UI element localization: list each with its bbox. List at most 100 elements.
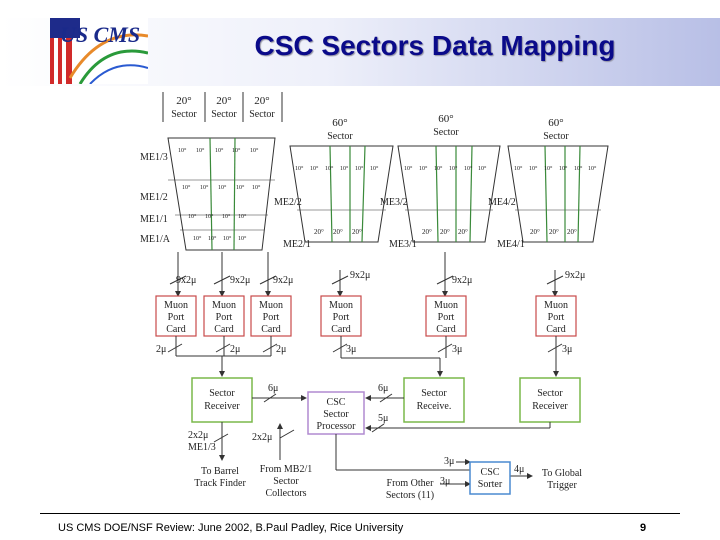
label-me1a: ME1/A	[140, 234, 171, 245]
label-me12: ME1/2	[140, 192, 168, 203]
svg-text:10°: 10°	[232, 147, 241, 154]
mpc-2-l2: Port	[216, 312, 233, 323]
sig-5u: 5μ	[378, 413, 388, 424]
station-me3: 10°10° 10°10° 10°10° 20°20° 20°	[397, 145, 501, 243]
sig-4u: 4μ	[514, 464, 524, 475]
sig-6u-b: 6μ	[378, 383, 388, 394]
csc-sorter	[469, 461, 511, 495]
svg-text:10°: 10°	[434, 165, 443, 172]
mpc-5-l1: Muon	[434, 300, 458, 311]
svg-text:10°: 10°	[310, 165, 319, 172]
sector-20a-label: Sector	[171, 109, 197, 120]
from-mb-l3: Collectors	[265, 488, 306, 499]
label-me31: ME3/1	[389, 239, 417, 250]
svg-text:10°: 10°	[252, 184, 261, 191]
mpc-labels: Muon Port Card Muon Port Card Muon Port …	[164, 300, 568, 335]
barrel-l2: Track Finder	[194, 478, 246, 489]
sig-3u-c: 3μ	[562, 344, 572, 355]
svg-text:20°: 20°	[567, 228, 577, 236]
mpc-3-l3: Card	[261, 324, 280, 335]
svg-text:10°: 10°	[370, 165, 379, 172]
svg-text:10°: 10°	[419, 165, 428, 172]
sig-9x2-c: 9x2μ	[273, 275, 293, 286]
sig-9x2-b: 9x2μ	[230, 275, 250, 286]
mpc-3-l1: Muon	[259, 300, 283, 311]
global-l2: Trigger	[547, 480, 577, 491]
mpc-1	[155, 295, 197, 337]
station-me1: 10°10° 10°10° 10° 10°10° 10°10° 10° 10°1…	[167, 137, 276, 251]
sp-l2: Sector	[323, 409, 349, 420]
mpc-1-l3: Card	[166, 324, 185, 335]
mpc-6	[535, 295, 577, 337]
sector-60-headers: 60° Sector 60° Sector 60° Sector	[327, 113, 569, 142]
sig-3u-e: 3μ	[440, 476, 450, 487]
svg-text:20°: 20°	[352, 228, 362, 236]
label-me11: ME1/1	[140, 214, 168, 225]
sector-20-headers: 20° Sector 20° Sector 20° Sector	[162, 92, 283, 122]
svg-text:10°: 10°	[218, 184, 227, 191]
sig-3u-b: 3μ	[452, 344, 462, 355]
sector-20b-label: Sector	[211, 109, 237, 120]
mpc-to-sr-links	[167, 336, 563, 377]
sector-receiver-2	[403, 377, 465, 423]
muon-port-cards	[155, 295, 577, 337]
barrel-links	[213, 422, 533, 487]
sp-l1: CSC	[327, 397, 346, 408]
footer-text: US CMS DOE/NSF Review: June 2002, B.Paul…	[58, 522, 404, 534]
sig-2u-b: 2μ	[230, 344, 240, 355]
svg-text:10°: 10°	[223, 235, 232, 242]
logo-graphic	[50, 18, 148, 84]
sig-9x2-a: 9x2μ	[176, 275, 196, 286]
mpc-2	[203, 295, 245, 337]
svg-text:10°: 10°	[544, 165, 553, 172]
sector-20c-label: Sector	[249, 109, 275, 120]
sig-9x2-d: 9x2μ	[350, 270, 370, 281]
from-mb-l2: Sector	[273, 476, 299, 487]
svg-text:10°: 10°	[188, 213, 197, 220]
us-cms-logo: US CMS	[50, 18, 148, 84]
sr-to-sp-links	[252, 393, 551, 433]
sector-60a-label: Sector	[327, 131, 353, 142]
mpc-4-l2: Port	[333, 312, 350, 323]
sorter-l1: CSC	[481, 467, 500, 478]
label-me32: ME3/2	[380, 197, 408, 208]
mpc-4-l3: Card	[331, 324, 350, 335]
mpc-4-l1: Muon	[329, 300, 353, 311]
svg-text:10°: 10°	[404, 165, 413, 172]
sr2-l2: Receive.	[417, 401, 452, 412]
sig-3u-a: 3μ	[346, 344, 356, 355]
mpc-6-l1: Muon	[544, 300, 568, 311]
diagram: 20° Sector 20° Sector 20° Sector 60° Sec…	[140, 92, 609, 501]
svg-text:20°: 20°	[440, 228, 450, 236]
global-l1: To Global	[542, 468, 582, 479]
svg-text:10°: 10°	[208, 235, 217, 242]
sector-20a-angle: 20°	[176, 95, 191, 107]
svg-text:10°: 10°	[236, 184, 245, 191]
mpc-3-l2: Port	[263, 312, 280, 323]
svg-text:10°: 10°	[196, 147, 205, 154]
sr1-l2: Receiver	[204, 401, 240, 412]
label-me41: ME4/1	[497, 239, 525, 250]
barrel-l1: To Barrel	[201, 466, 239, 477]
mpc-6-l3: Card	[546, 324, 565, 335]
sig-6u-a: 6μ	[268, 383, 278, 394]
svg-text:20°: 20°	[458, 228, 468, 236]
svg-text:10°: 10°	[355, 165, 364, 172]
svg-text:20°: 20°	[549, 228, 559, 236]
me13-note: ME1/3	[188, 442, 216, 453]
svg-text:10°: 10°	[325, 165, 334, 172]
sig-2x2-b: 2x2μ	[252, 432, 272, 443]
sector-20c-angle: 20°	[254, 95, 269, 107]
mpc-5	[425, 295, 467, 337]
sorter-l2: Sorter	[478, 479, 503, 490]
mpc-2-l1: Muon	[212, 300, 236, 311]
mpc-6-l2: Port	[548, 312, 565, 323]
svg-text:10°: 10°	[340, 165, 349, 172]
svg-text:10°: 10°	[588, 165, 597, 172]
sector-60b-label: Sector	[433, 127, 459, 138]
svg-text:20°: 20°	[422, 228, 432, 236]
sr3-l1: Sector	[537, 388, 563, 399]
mpc-1-l2: Port	[168, 312, 185, 323]
svg-text:10°: 10°	[238, 235, 247, 242]
svg-text:10°: 10°	[178, 147, 187, 154]
